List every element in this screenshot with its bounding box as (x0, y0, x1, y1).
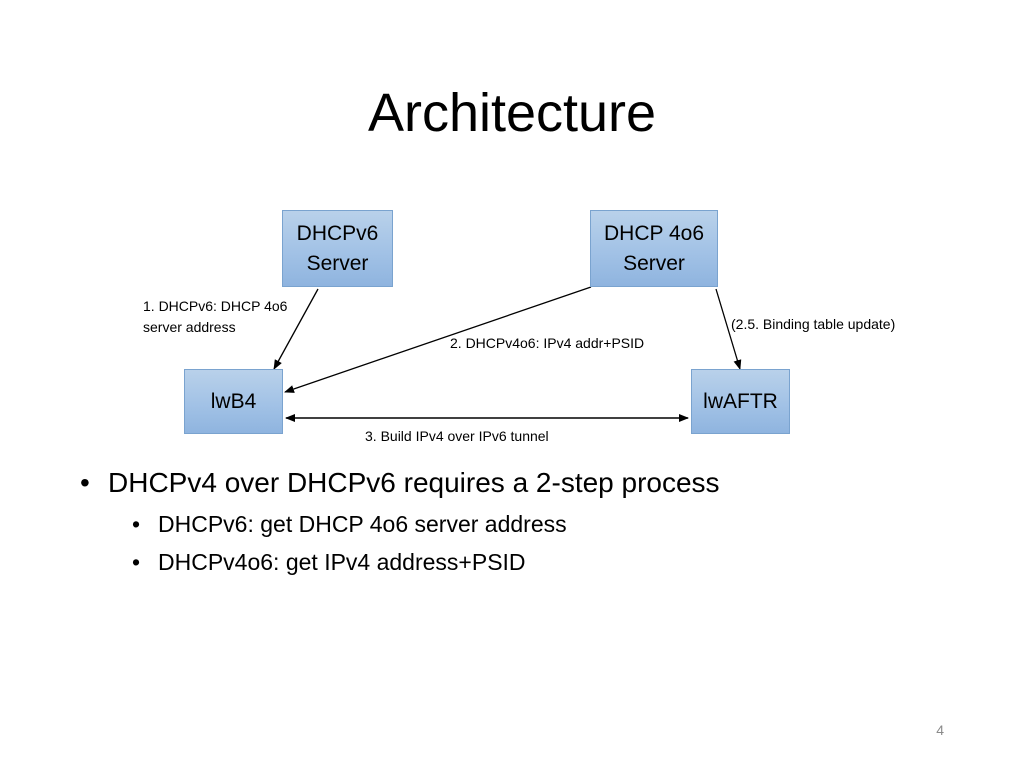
sub-bullet-item: • DHCPv6: get DHCP 4o6 server address (80, 505, 980, 543)
bullet-list: • DHCPv4 over DHCPv6 requires a 2-step p… (80, 464, 980, 581)
step25-label: (2.5. Binding table update) (731, 316, 896, 332)
page-number: 4 (936, 722, 944, 738)
dhcp4o6-server-node: DHCP 4o6 Server (590, 210, 718, 287)
arrow-dhcp4o6-to-lwb4 (284, 286, 592, 393)
bullet-item-main: • DHCPv4 over DHCPv6 requires a 2-step p… (80, 464, 980, 502)
sub-bullet-text: DHCPv6: get DHCP 4o6 server address (158, 511, 567, 537)
step3-label: 3. Build IPv4 over IPv6 tunnel (365, 428, 549, 444)
slide-title: Architecture (367, 83, 657, 143)
bullet-dot-icon: • (132, 549, 141, 575)
step1-label-line1: 1. DHCPv6: DHCP 4o6 (143, 298, 288, 314)
step2-label: 2. DHCPv4o6: IPv4 addr+PSID (450, 335, 645, 351)
lwaftr-node: lwAFTR (691, 369, 790, 434)
lwb4-node: lwB4 (184, 369, 283, 434)
bullet-dot-icon: • (80, 467, 90, 498)
arrow-dhcp4o6-to-lwaftr (715, 288, 742, 370)
dhcpv6-server-node: DHCPv6 Server (282, 210, 393, 287)
arrow-dhcpv6-to-lwb4 (273, 288, 319, 370)
bullet-dot-icon: • (132, 511, 141, 537)
step1-label-line2: server address (143, 319, 236, 335)
sub-bullet-text: DHCPv4o6: get IPv4 address+PSID (158, 549, 526, 575)
bullet-text: DHCPv4 over DHCPv6 requires a 2-step pro… (108, 467, 720, 498)
sub-bullet-item: • DHCPv4o6: get IPv4 address+PSID (80, 543, 980, 581)
